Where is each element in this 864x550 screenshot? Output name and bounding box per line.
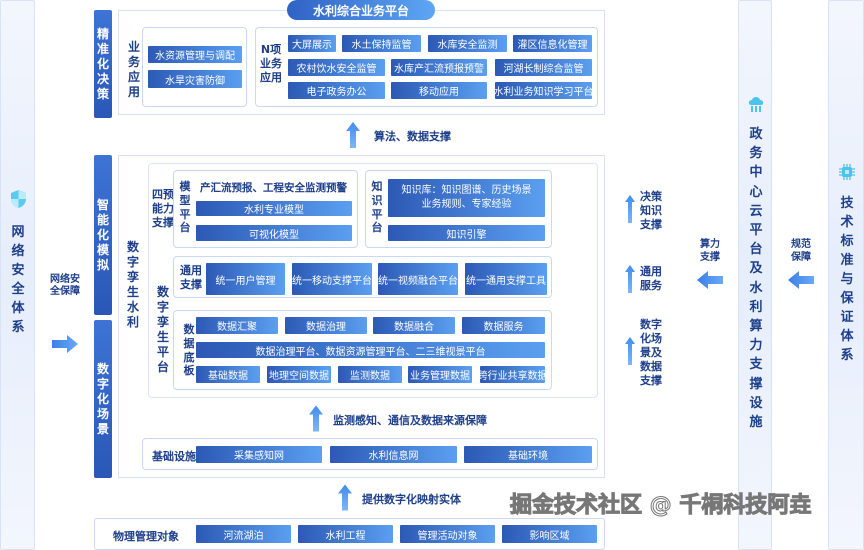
side-label-digital-scene: 数字化场景: [94, 320, 112, 478]
business-platform-title: 水利综合业务平台: [287, 0, 435, 20]
data-platform-item[interactable]: 数据治理平台、数据资源管理平台、二三维视景平台: [196, 342, 545, 358]
cloud-platform-title: 政务中心云平台及水利算力支撑设施: [749, 127, 763, 431]
physical-item[interactable]: 水利工程: [298, 525, 393, 543]
network-security-arrow-label: 网络安全保障: [50, 274, 80, 297]
side-label-precise-decision: 精准化决策: [94, 10, 112, 118]
infra-item[interactable]: 水利信息网: [330, 446, 457, 463]
data-item[interactable]: 数据治理: [285, 317, 367, 334]
data-item[interactable]: 监测数据: [338, 366, 402, 383]
physical-objects-label: 物理管理对象: [113, 530, 179, 543]
n-item[interactable]: 农村饮水安全监管: [288, 59, 385, 76]
data-item[interactable]: 地理空间数据: [267, 366, 331, 383]
general-support-label: 通用支撑: [180, 264, 202, 291]
standard-support-label: 规范保障: [791, 239, 811, 263]
model-item[interactable]: 水利专业模型: [196, 201, 352, 216]
general-item[interactable]: 统一移动支撑平台: [292, 263, 372, 295]
n-item[interactable]: 大屏展示: [288, 35, 336, 52]
model-platform-label: 模型平台: [179, 180, 191, 235]
knowledge-base-item[interactable]: 知识库：知识图谱、历史场景业务规则、专家经验: [388, 179, 545, 217]
twin-platform-label: 数字孪生平台: [156, 285, 169, 374]
physical-item[interactable]: 管理活动对象: [400, 525, 495, 543]
n-item[interactable]: 灌区信息化管理: [513, 35, 592, 52]
monitoring-support-label: 监测感知、通信及数据来源保障: [333, 414, 487, 427]
biz-item[interactable]: 水资源管理与调配: [148, 46, 242, 63]
arrow-right-icon: [52, 335, 78, 353]
model-item[interactable]: 可视化模型: [196, 225, 352, 241]
biz-item[interactable]: 水旱灾害防御: [148, 70, 242, 88]
model-platform-title: 产汇流预报、工程安全监测预警: [200, 182, 347, 194]
data-item[interactable]: 数据融合: [373, 317, 455, 334]
network-security-column: 网络安全体系: [0, 0, 35, 550]
cloud-server-icon: [748, 97, 764, 112]
shield-icon: [11, 190, 26, 208]
tech-standard-title: 技术标准与保证体系: [840, 196, 854, 363]
arrow-up-icon: [309, 405, 323, 432]
general-item[interactable]: 统一用户管理: [206, 263, 285, 295]
digital-twin-label: 数字孪生水利: [126, 240, 139, 329]
knowledge-platform-label: 知识平台: [371, 180, 383, 235]
cloud-platform-column: 政务中心云平台及水利算力支撑设施: [738, 0, 772, 550]
general-service-label: 通用服务: [640, 265, 662, 292]
n-business-label: N项业务应用: [260, 43, 282, 84]
physical-item[interactable]: 河流湖泊: [196, 525, 291, 543]
general-item[interactable]: 统一视频融合平台: [378, 263, 458, 295]
decision-support-label: 决策知识支撑: [640, 190, 662, 231]
n-item[interactable]: 河湖长制综合监管: [495, 59, 592, 76]
side-label-intelligent-simulation: 智能化模拟: [94, 155, 112, 315]
data-item[interactable]: 跨行业共享数据: [478, 366, 548, 383]
n-item[interactable]: 水库安全监测: [428, 35, 507, 52]
scene-data-support-label: 数字化场景及数据支撑: [640, 318, 662, 387]
infrastructure-label: 基础设施: [152, 450, 196, 463]
chip-icon: [839, 164, 855, 180]
n-item[interactable]: 电子政务办公: [288, 82, 385, 99]
network-security-title: 网络安全体系: [11, 225, 25, 335]
n-item[interactable]: 水利业务知识学习平台: [494, 82, 594, 99]
watermark: 掘金技术社区 @ 千桐科技阿垚: [509, 493, 812, 518]
data-item[interactable]: 数据服务: [462, 317, 545, 334]
infra-item[interactable]: 基础环境: [464, 446, 592, 463]
n-item[interactable]: 水土保持监管: [342, 35, 421, 52]
data-item[interactable]: 基础数据: [196, 366, 260, 383]
tech-standard-column: 技术标准与保证体系: [828, 0, 864, 550]
mapping-entity-label: 提供数字化映射实体: [362, 493, 461, 506]
data-item[interactable]: 业务管理数据: [408, 366, 472, 383]
arrow-up-icon: [625, 195, 635, 223]
arrow-up-icon: [625, 337, 635, 365]
arrow-up-icon: [338, 484, 352, 511]
arrow-up-icon: [346, 122, 360, 148]
physical-item[interactable]: 影响区域: [502, 525, 597, 543]
n-item[interactable]: 水库产汇流预报预警: [391, 59, 487, 76]
four-predict-label: 四预能力支撑: [152, 188, 174, 229]
general-item[interactable]: 统一通用支撑工具: [465, 263, 547, 295]
infra-item[interactable]: 采集感知网: [196, 446, 322, 463]
business-app-box: [142, 27, 247, 107]
data-base-label: 数据底板: [183, 323, 195, 378]
n-item[interactable]: 移动应用: [391, 82, 487, 99]
compute-support-label: 算力支撑: [700, 239, 720, 263]
knowledge-engine-item[interactable]: 知识引擎: [388, 225, 545, 241]
arrow-left-icon: [788, 271, 814, 289]
algorithm-support-label: 算法、数据支撑: [374, 130, 451, 143]
arrow-left-icon: [697, 271, 723, 289]
arrow-up-icon: [625, 265, 635, 293]
data-item[interactable]: 数据汇聚: [196, 317, 278, 334]
business-app-label: 业务应用: [127, 40, 140, 99]
